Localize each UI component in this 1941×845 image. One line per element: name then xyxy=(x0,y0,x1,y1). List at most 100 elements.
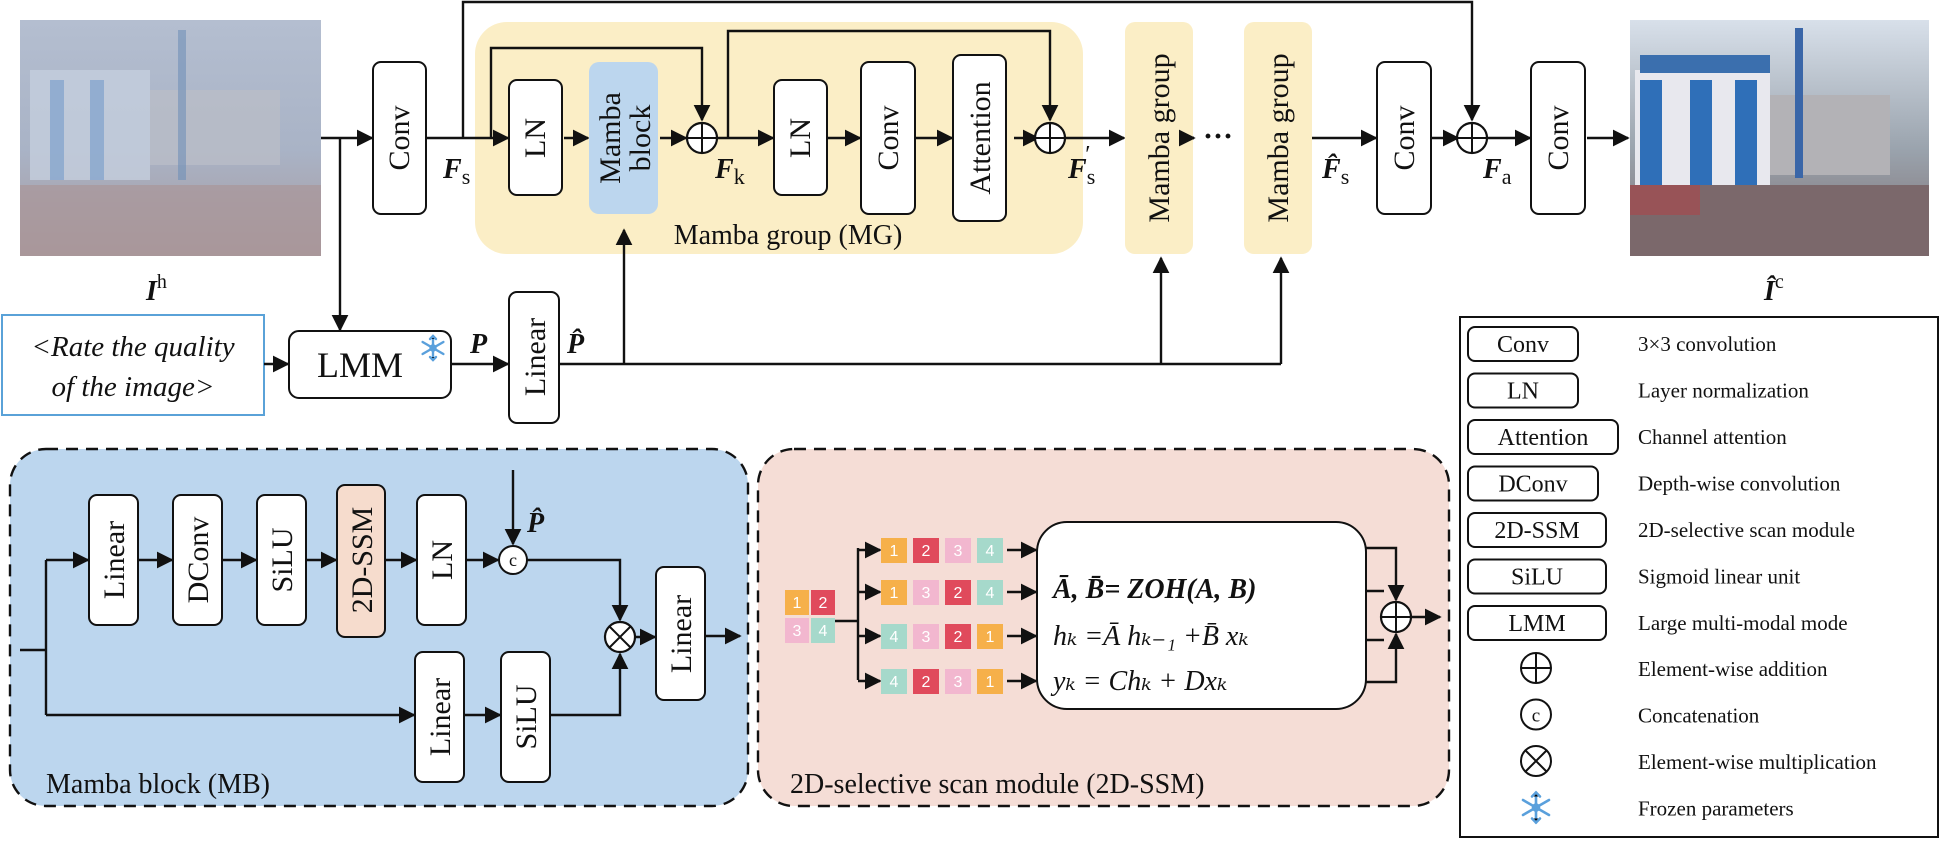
legend-desc: Layer normalization xyxy=(1638,379,1809,403)
legend-desc: 3×3 convolution xyxy=(1638,332,1777,356)
mamba-group-1-box xyxy=(1125,22,1193,254)
mamba-group-2-label: Mamba group xyxy=(1262,53,1295,222)
lmm-label: LMM xyxy=(317,345,403,385)
svg-text:3: 3 xyxy=(922,629,931,646)
svg-text:1: 1 xyxy=(890,585,899,602)
svg-text:4: 4 xyxy=(986,543,995,560)
ssm-scan-cell: 2 xyxy=(945,580,971,605)
mb-caption: Mamba block (MB) xyxy=(46,769,270,800)
legend-key-box xyxy=(1467,512,1607,548)
ln-1-label: LN xyxy=(519,118,552,158)
prompt-box xyxy=(1,314,265,416)
conv-2-label: Conv xyxy=(872,105,905,170)
ssm-scan-cell: 1 xyxy=(881,580,907,605)
ellipsis: ··· xyxy=(1203,120,1233,153)
legend-key-box xyxy=(1467,605,1607,641)
mb-linear-1-label: Linear xyxy=(98,521,131,599)
ssm-scan-cell: 2 xyxy=(945,624,971,649)
ssm-input-cell-2: 2 xyxy=(811,590,835,615)
ssm-scan-cell: 3 xyxy=(913,580,939,605)
legend-desc: Sigmoid linear unit xyxy=(1638,565,1800,589)
mamba-group-2-box xyxy=(1244,22,1312,254)
legend-key-box xyxy=(1467,465,1599,502)
ssm-scan-cell: 2 xyxy=(913,669,939,694)
input-label: Ih xyxy=(145,271,167,307)
prompt-line-2: of the image> xyxy=(52,371,215,403)
conv-1-label: Conv xyxy=(383,105,416,170)
ssm-scan-cell: 1 xyxy=(977,669,1003,694)
fs-prime-label: Fs′ xyxy=(1067,142,1095,189)
legend-desc: 2D-selective scan module xyxy=(1638,518,1855,542)
ssm-scan-cell: 1 xyxy=(881,538,907,563)
svg-text:c: c xyxy=(1532,706,1540,727)
p-hat-label: P̂ xyxy=(566,328,585,360)
ssm-eq-3: yₖ = Chₖ + Dxₖ xyxy=(1050,666,1227,697)
snowflake-icon xyxy=(421,334,445,362)
prompt-line-1: <Rate the quality xyxy=(31,331,234,363)
conv-1-box xyxy=(372,61,427,215)
conv-4-box xyxy=(1530,61,1586,215)
ln-2-box xyxy=(773,79,828,196)
legend-key-box xyxy=(1467,326,1579,362)
conv-2-box xyxy=(860,61,916,215)
linear-box xyxy=(508,291,560,424)
mamba-block-label-2: block xyxy=(624,105,657,172)
svg-text:2: 2 xyxy=(922,543,931,560)
attention-box xyxy=(952,54,1007,222)
ssm-scan-cell: 3 xyxy=(913,624,939,649)
output-label: Îc xyxy=(1763,271,1784,307)
fs-hat-label: F̂s xyxy=(1321,153,1349,189)
legend-desc: Channel attention xyxy=(1638,425,1787,449)
ssm-scan-cell: 4 xyxy=(977,580,1003,605)
plus-circle-icon: Element-wise addition xyxy=(1520,652,1828,684)
legend-desc: Depth-wise convolution xyxy=(1638,472,1841,496)
legend-key-box xyxy=(1467,419,1619,455)
legend-key-label: LMM xyxy=(1508,611,1565,637)
mamba-group-caption: Mamba group (MG) xyxy=(674,220,903,251)
multiply-icon xyxy=(603,620,637,654)
ln-2-label: LN xyxy=(784,118,817,158)
mb-dconv-label: DConv xyxy=(182,517,215,604)
fk-label: Fk xyxy=(714,154,745,189)
svg-text:1: 1 xyxy=(986,629,995,646)
ssm-input-cell-3: 3 xyxy=(785,618,809,643)
mb-linear-out-label: Linear xyxy=(665,595,698,673)
svg-text:c: c xyxy=(509,550,517,570)
svg-text:2: 2 xyxy=(819,595,828,612)
legend-key-label: LN xyxy=(1507,379,1539,405)
times-circle-icon: Element-wise multiplication xyxy=(1520,745,1877,777)
ssm-scan-cell: 4 xyxy=(977,538,1003,563)
ssm-add-icon xyxy=(1379,600,1413,634)
ssm-eq-1: Ā, B̄= ZOH(A, B) xyxy=(1051,574,1256,605)
mb-linear-2-box xyxy=(414,651,465,783)
svg-text:3: 3 xyxy=(793,623,802,640)
conv-3-label: Conv xyxy=(1388,105,1421,170)
mb-ln-label: LN xyxy=(426,540,459,580)
legend-key-box xyxy=(1467,372,1579,409)
mamba-block-box xyxy=(589,62,658,214)
mb-silu-1-label: SiLU xyxy=(266,527,299,592)
mb-silu-2-label: SiLU xyxy=(510,684,543,749)
ssm-input-cell-1: 1 xyxy=(785,590,809,615)
svg-text:4: 4 xyxy=(986,585,995,602)
dehazed-output-image xyxy=(1630,20,1929,256)
add-1-icon xyxy=(685,121,719,155)
legend-key-label: SiLU xyxy=(1511,565,1563,591)
ssm-caption: 2D-selective scan module (2D-SSM) xyxy=(790,769,1204,800)
svg-text:3: 3 xyxy=(954,543,963,560)
ssm-scan-cell: 2 xyxy=(913,538,939,563)
ssm-input-cell-4: 4 xyxy=(811,618,835,643)
svg-text:2: 2 xyxy=(954,629,963,646)
ssm-scan-cell: 4 xyxy=(881,669,907,694)
fs-label: Fs xyxy=(442,154,470,189)
legend-key-label: DConv xyxy=(1498,472,1567,498)
